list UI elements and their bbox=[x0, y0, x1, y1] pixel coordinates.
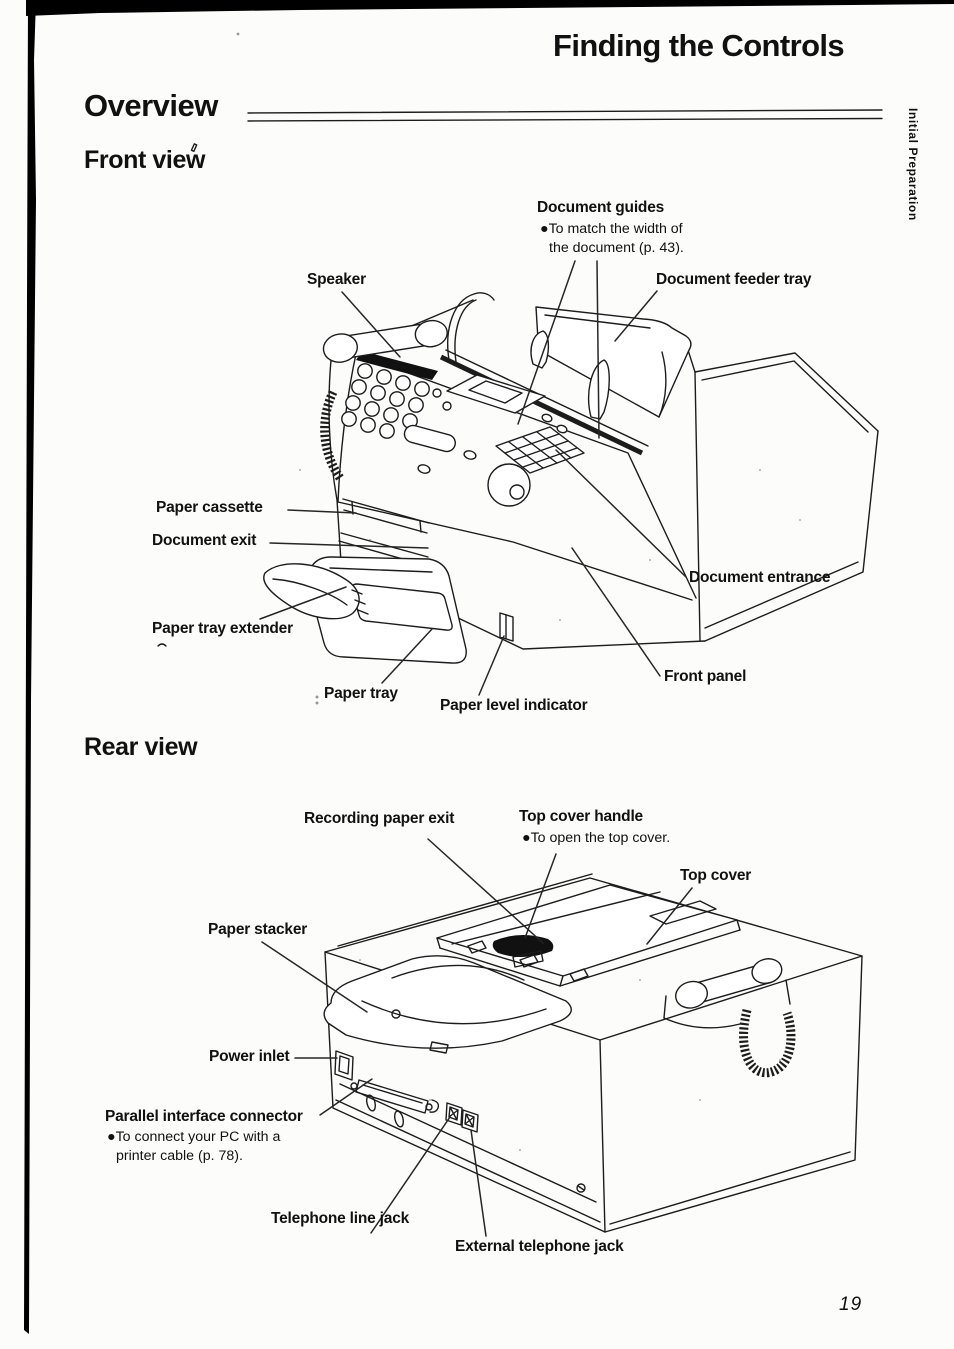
button-grid bbox=[495, 426, 585, 474]
label-document-feeder-tray: Document feeder tray bbox=[656, 271, 812, 288]
lcd-display bbox=[446, 374, 568, 434]
front-view-diagram bbox=[259, 260, 879, 696]
document-hopper-wall bbox=[447, 292, 495, 363]
document-feeder-tray-drawing bbox=[535, 306, 692, 418]
label-paper-tray-extender: Paper tray extender bbox=[152, 620, 293, 637]
page-number: 19 bbox=[839, 1294, 863, 1315]
scan-speck bbox=[315, 695, 319, 705]
front-leader-lines bbox=[259, 260, 687, 696]
speaker-grille bbox=[356, 351, 438, 380]
label-power-inlet: Power inlet bbox=[209, 1048, 290, 1065]
document-entrance-slot bbox=[439, 349, 649, 456]
label-document-guides-note: ●To match the width of bbox=[540, 221, 683, 237]
handset-cord bbox=[320, 390, 344, 481]
paper-cassette-drawing bbox=[342, 498, 430, 534]
label-parallel-note: printer cable (p. 78). bbox=[116, 1148, 243, 1164]
document-guides-drawing bbox=[530, 330, 610, 420]
page-title: Finding the Controls bbox=[553, 28, 845, 63]
vent-slots bbox=[365, 1094, 405, 1128]
rear-leader-lines bbox=[261, 838, 693, 1237]
rear-screw bbox=[576, 1183, 586, 1193]
power-inlet-drawing bbox=[334, 1050, 354, 1081]
label-top-cover: Top cover bbox=[680, 867, 752, 884]
handset-cord bbox=[739, 1008, 796, 1078]
scan-speck bbox=[236, 32, 240, 36]
label-document-guides: Document guides bbox=[537, 199, 665, 216]
keypad bbox=[341, 363, 452, 439]
rear-view-diagram bbox=[261, 838, 863, 1237]
parallel-connector-drawing bbox=[350, 1079, 440, 1114]
paper-stacker-drawing bbox=[323, 955, 572, 1054]
paper-level-indicator-drawing bbox=[499, 612, 514, 642]
label-paper-tray: Paper tray bbox=[324, 685, 398, 702]
rear-panel-seam bbox=[339, 1083, 597, 1203]
top-cover-handle-drawing bbox=[492, 934, 554, 968]
fax-body-front bbox=[328, 299, 879, 650]
scan-artifact-left bbox=[24, 0, 36, 1334]
label-telephone-line-jack: Telephone line jack bbox=[271, 1210, 410, 1227]
label-parallel-note: ●To connect your PC with a bbox=[107, 1129, 281, 1145]
pill-button bbox=[403, 424, 477, 474]
rear-view-heading: Rear view bbox=[84, 733, 198, 761]
chapter-side-tab: Initial Preparation bbox=[906, 108, 920, 221]
overview-heading: Overview bbox=[84, 88, 218, 123]
telephone-jacks-drawing bbox=[445, 1102, 479, 1133]
front-view-heading: Front view bbox=[84, 146, 206, 174]
paper-tray-extender-drawing bbox=[263, 563, 369, 620]
label-top-cover-handle-note: ●To open the top cover. bbox=[522, 830, 671, 846]
label-parallel-interface-connector: Parallel interface connector bbox=[105, 1108, 303, 1125]
stipple-texture bbox=[299, 469, 801, 621]
recording-paper-exit-drawing bbox=[467, 940, 589, 982]
label-document-entrance: Document entrance bbox=[689, 569, 831, 586]
label-external-telephone-jack: External telephone jack bbox=[455, 1238, 624, 1255]
scan-speck bbox=[157, 643, 167, 647]
scan-artifact-top bbox=[26, 0, 954, 16]
label-speaker: Speaker bbox=[307, 271, 366, 288]
label-top-cover-handle: Top cover handle bbox=[519, 808, 643, 825]
label-front-panel: Front panel bbox=[664, 668, 747, 685]
handset-rear bbox=[663, 958, 796, 1078]
overview-rule bbox=[247, 109, 883, 122]
stipple-texture bbox=[359, 959, 781, 1151]
label-document-exit: Document exit bbox=[152, 532, 257, 549]
control-panel bbox=[337, 353, 697, 601]
label-paper-cassette: Paper cassette bbox=[156, 499, 263, 516]
scan-speck bbox=[190, 143, 198, 153]
label-recording-paper-exit: Recording paper exit bbox=[304, 810, 455, 827]
label-paper-level-indicator: Paper level indicator bbox=[440, 697, 588, 714]
dial-button bbox=[487, 463, 531, 507]
label-paper-stacker: Paper stacker bbox=[208, 921, 308, 938]
label-document-guides-note: the document (p. 43). bbox=[549, 240, 684, 256]
